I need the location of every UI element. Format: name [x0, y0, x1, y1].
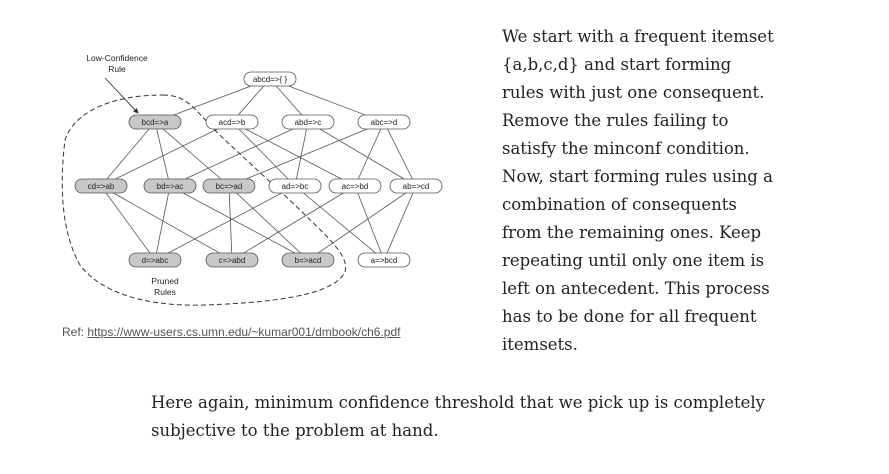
rule-lattice-figure: abcd=>{ } bcd=>a acd=>b abd=>c abc=>d cd=>ab b…	[55, 40, 455, 315]
side-paragraph-line: We start with a frequent itemset	[502, 27, 774, 46]
rule-node-label: ac=>bd	[342, 182, 369, 191]
rule-node: b=>acd	[281, 252, 335, 268]
rule-node-shape	[243, 71, 297, 87]
rule-node: abc=>d	[357, 114, 411, 130]
lattice-edge	[354, 121, 385, 187]
rule-node-label: ad=>bc	[282, 182, 309, 191]
lattice-edge	[231, 121, 296, 187]
rule-node-shape	[328, 178, 382, 194]
lattice-edge	[228, 185, 309, 261]
figure-caption: Ref: https://www-users.cs.umn.edu/~kumar…	[62, 325, 401, 339]
lattice-edge	[100, 185, 233, 261]
lattice-edge	[154, 121, 171, 187]
rule-lattice-diagram: abcd=>{ } bcd=>a acd=>b abd=>c abc=>d cd=>ab b…	[61, 53, 443, 306]
side-paragraph-line: rules with just one consequent.	[502, 83, 765, 102]
side-paragraph-line: combination of consequents	[502, 195, 737, 214]
rule-node-label: acd=>b	[219, 118, 246, 127]
rule-node-shape	[128, 252, 182, 268]
side-paragraph-line: Remove the rules failing to	[502, 111, 729, 130]
rule-node-shape	[389, 178, 443, 194]
side-paragraph-line: has to be done for all frequent	[502, 307, 757, 326]
bottom-paragraph-line: subjective to the problem at hand.	[151, 421, 439, 440]
side-paragraph-line: itemsets.	[502, 335, 578, 354]
caption-prefix: Ref:	[62, 325, 88, 339]
lattice-edge	[228, 185, 233, 261]
lattice-edge	[169, 121, 309, 187]
lattice-edge	[307, 185, 417, 261]
rule-node-label: bcd=>a	[142, 118, 169, 127]
bottom-paragraph-line: Here again, minimum confidence threshold…	[151, 393, 765, 412]
rule-node: cd=>ab	[74, 178, 128, 194]
rule-node-shape	[357, 114, 411, 130]
rule-node-label: bc=>ad	[216, 182, 243, 191]
lattice-edge	[307, 121, 417, 187]
rule-node: d=>abc	[128, 252, 182, 268]
lattice-edge	[154, 185, 171, 261]
low-confidence-arrow	[104, 77, 139, 114]
lattice-edge	[100, 185, 156, 261]
pruned-rules-label-line2: Rules	[154, 287, 176, 297]
rule-node-label: abd=>c	[295, 118, 322, 127]
pruned-region-boundary	[61, 94, 347, 306]
lattice-edges	[100, 78, 417, 261]
lattice-edge	[294, 121, 309, 187]
rule-node: bc=>ad	[202, 178, 256, 194]
side-paragraph-line: {a,b,c,d} and start forming	[502, 55, 732, 74]
lattice-edge	[100, 121, 233, 187]
rule-node-shape	[143, 178, 197, 194]
rule-node-label: ab=>cd	[403, 182, 430, 191]
rule-node: ad=>bc	[268, 178, 322, 194]
rule-node: abcd=>{ }	[243, 71, 297, 87]
rule-node-shape	[202, 178, 256, 194]
rule-node-shape	[74, 178, 128, 194]
lattice-edge	[154, 121, 230, 187]
side-paragraph-line: repeating until only one item is	[502, 251, 765, 270]
bottom-paragraph: Here again, minimum confidence threshold…	[151, 389, 771, 445]
rule-node: bcd=>a	[128, 114, 182, 130]
rule-node-label: d=>abc	[142, 256, 169, 265]
pruned-rules-label-line1: Pruned	[151, 276, 179, 286]
rule-node: abd=>c	[281, 114, 335, 130]
lattice-edge	[100, 121, 156, 187]
rule-node-shape	[281, 114, 335, 130]
lattice-edge	[228, 121, 385, 187]
lattice-nodes: abcd=>{ } bcd=>a acd=>b abd=>c abc=>d cd=>ab b…	[74, 71, 443, 268]
rule-node: ab=>cd	[389, 178, 443, 194]
rule-node: a=>bcd	[357, 252, 411, 268]
low-confidence-label-line2: Rule	[108, 64, 126, 74]
rule-node: acd=>b	[205, 114, 259, 130]
rule-node-label: cd=>ab	[88, 182, 115, 191]
rule-node-label: abcd=>{ }	[253, 75, 288, 84]
rule-node-shape	[205, 252, 259, 268]
lattice-edge	[169, 185, 309, 261]
rule-node-label: b=>acd	[295, 256, 322, 265]
side-paragraph-line: Now, start forming rules using a	[502, 167, 773, 186]
lattice-edge	[154, 185, 296, 261]
lattice-edge	[231, 121, 356, 187]
rule-node-label: c=>abd	[219, 256, 246, 265]
rule-node-shape	[281, 252, 335, 268]
reference-link[interactable]: https://www-users.cs.umn.edu/~kumar001/d…	[87, 325, 401, 339]
rule-node-label: a=>bcd	[371, 256, 398, 265]
rule-node-label: abc=>d	[371, 118, 398, 127]
rule-node-shape	[205, 114, 259, 130]
side-paragraph-line: satisfy the minconf condition.	[502, 139, 750, 158]
rule-node-shape	[128, 114, 182, 130]
lattice-edge	[294, 185, 385, 261]
rule-node-shape	[357, 252, 411, 268]
rule-node-label: bd=>ac	[157, 182, 184, 191]
low-confidence-label-line1: Low-Confidence	[86, 53, 148, 63]
side-paragraph: We start with a frequent itemset {a,b,c,…	[502, 23, 774, 359]
lattice-edge	[383, 185, 417, 261]
rule-node: bd=>ac	[143, 178, 197, 194]
lattice-edge	[231, 185, 356, 261]
rule-node: ac=>bd	[328, 178, 382, 194]
rule-node: c=>abd	[205, 252, 259, 268]
side-paragraph-line: left on antecedent. This process	[502, 279, 770, 298]
lattice-edge	[354, 185, 385, 261]
lattice-edge	[383, 121, 417, 187]
rule-node-shape	[268, 178, 322, 194]
side-paragraph-line: from the remaining ones. Keep	[502, 223, 762, 242]
